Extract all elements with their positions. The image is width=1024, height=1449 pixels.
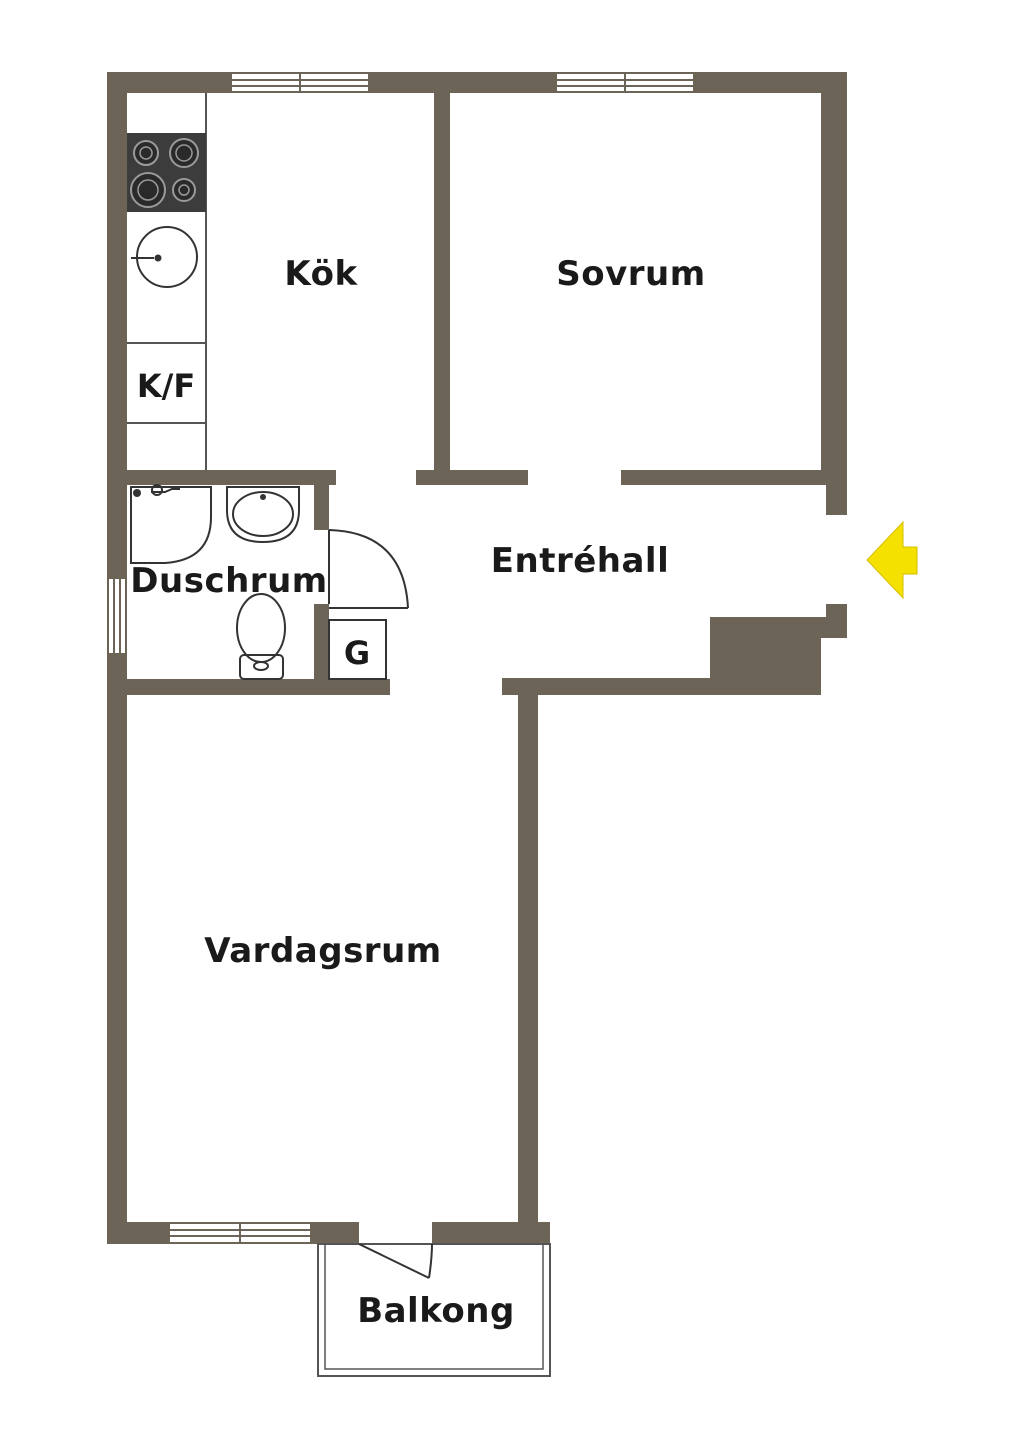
window-bedroom bbox=[555, 72, 695, 93]
room-label-living: Vardagsrum bbox=[204, 931, 441, 971]
balcony bbox=[317, 1243, 551, 1377]
shower-door bbox=[328, 529, 409, 609]
toilet-icon bbox=[236, 593, 286, 680]
entrance-arrow-icon bbox=[866, 520, 918, 600]
stove-icon bbox=[127, 133, 206, 212]
window-living bbox=[168, 1222, 312, 1244]
walls bbox=[107, 72, 847, 1244]
sink-icon bbox=[131, 226, 198, 288]
room-label-balcony: Balkong bbox=[357, 1291, 515, 1331]
window-shower bbox=[107, 577, 127, 655]
room-label-kitchen: Kök bbox=[284, 254, 358, 294]
room-label-shower: Duschrum bbox=[130, 561, 327, 601]
window-kitchen bbox=[230, 72, 370, 93]
closet-label: G bbox=[344, 634, 370, 672]
shower-icon bbox=[130, 484, 212, 564]
fridge-label: K/F bbox=[137, 367, 195, 405]
room-label-hall: Entréhall bbox=[491, 541, 669, 581]
sink-icon-bath bbox=[226, 486, 300, 544]
room-label-bedroom: Sovrum bbox=[556, 254, 705, 294]
closet bbox=[328, 619, 387, 680]
